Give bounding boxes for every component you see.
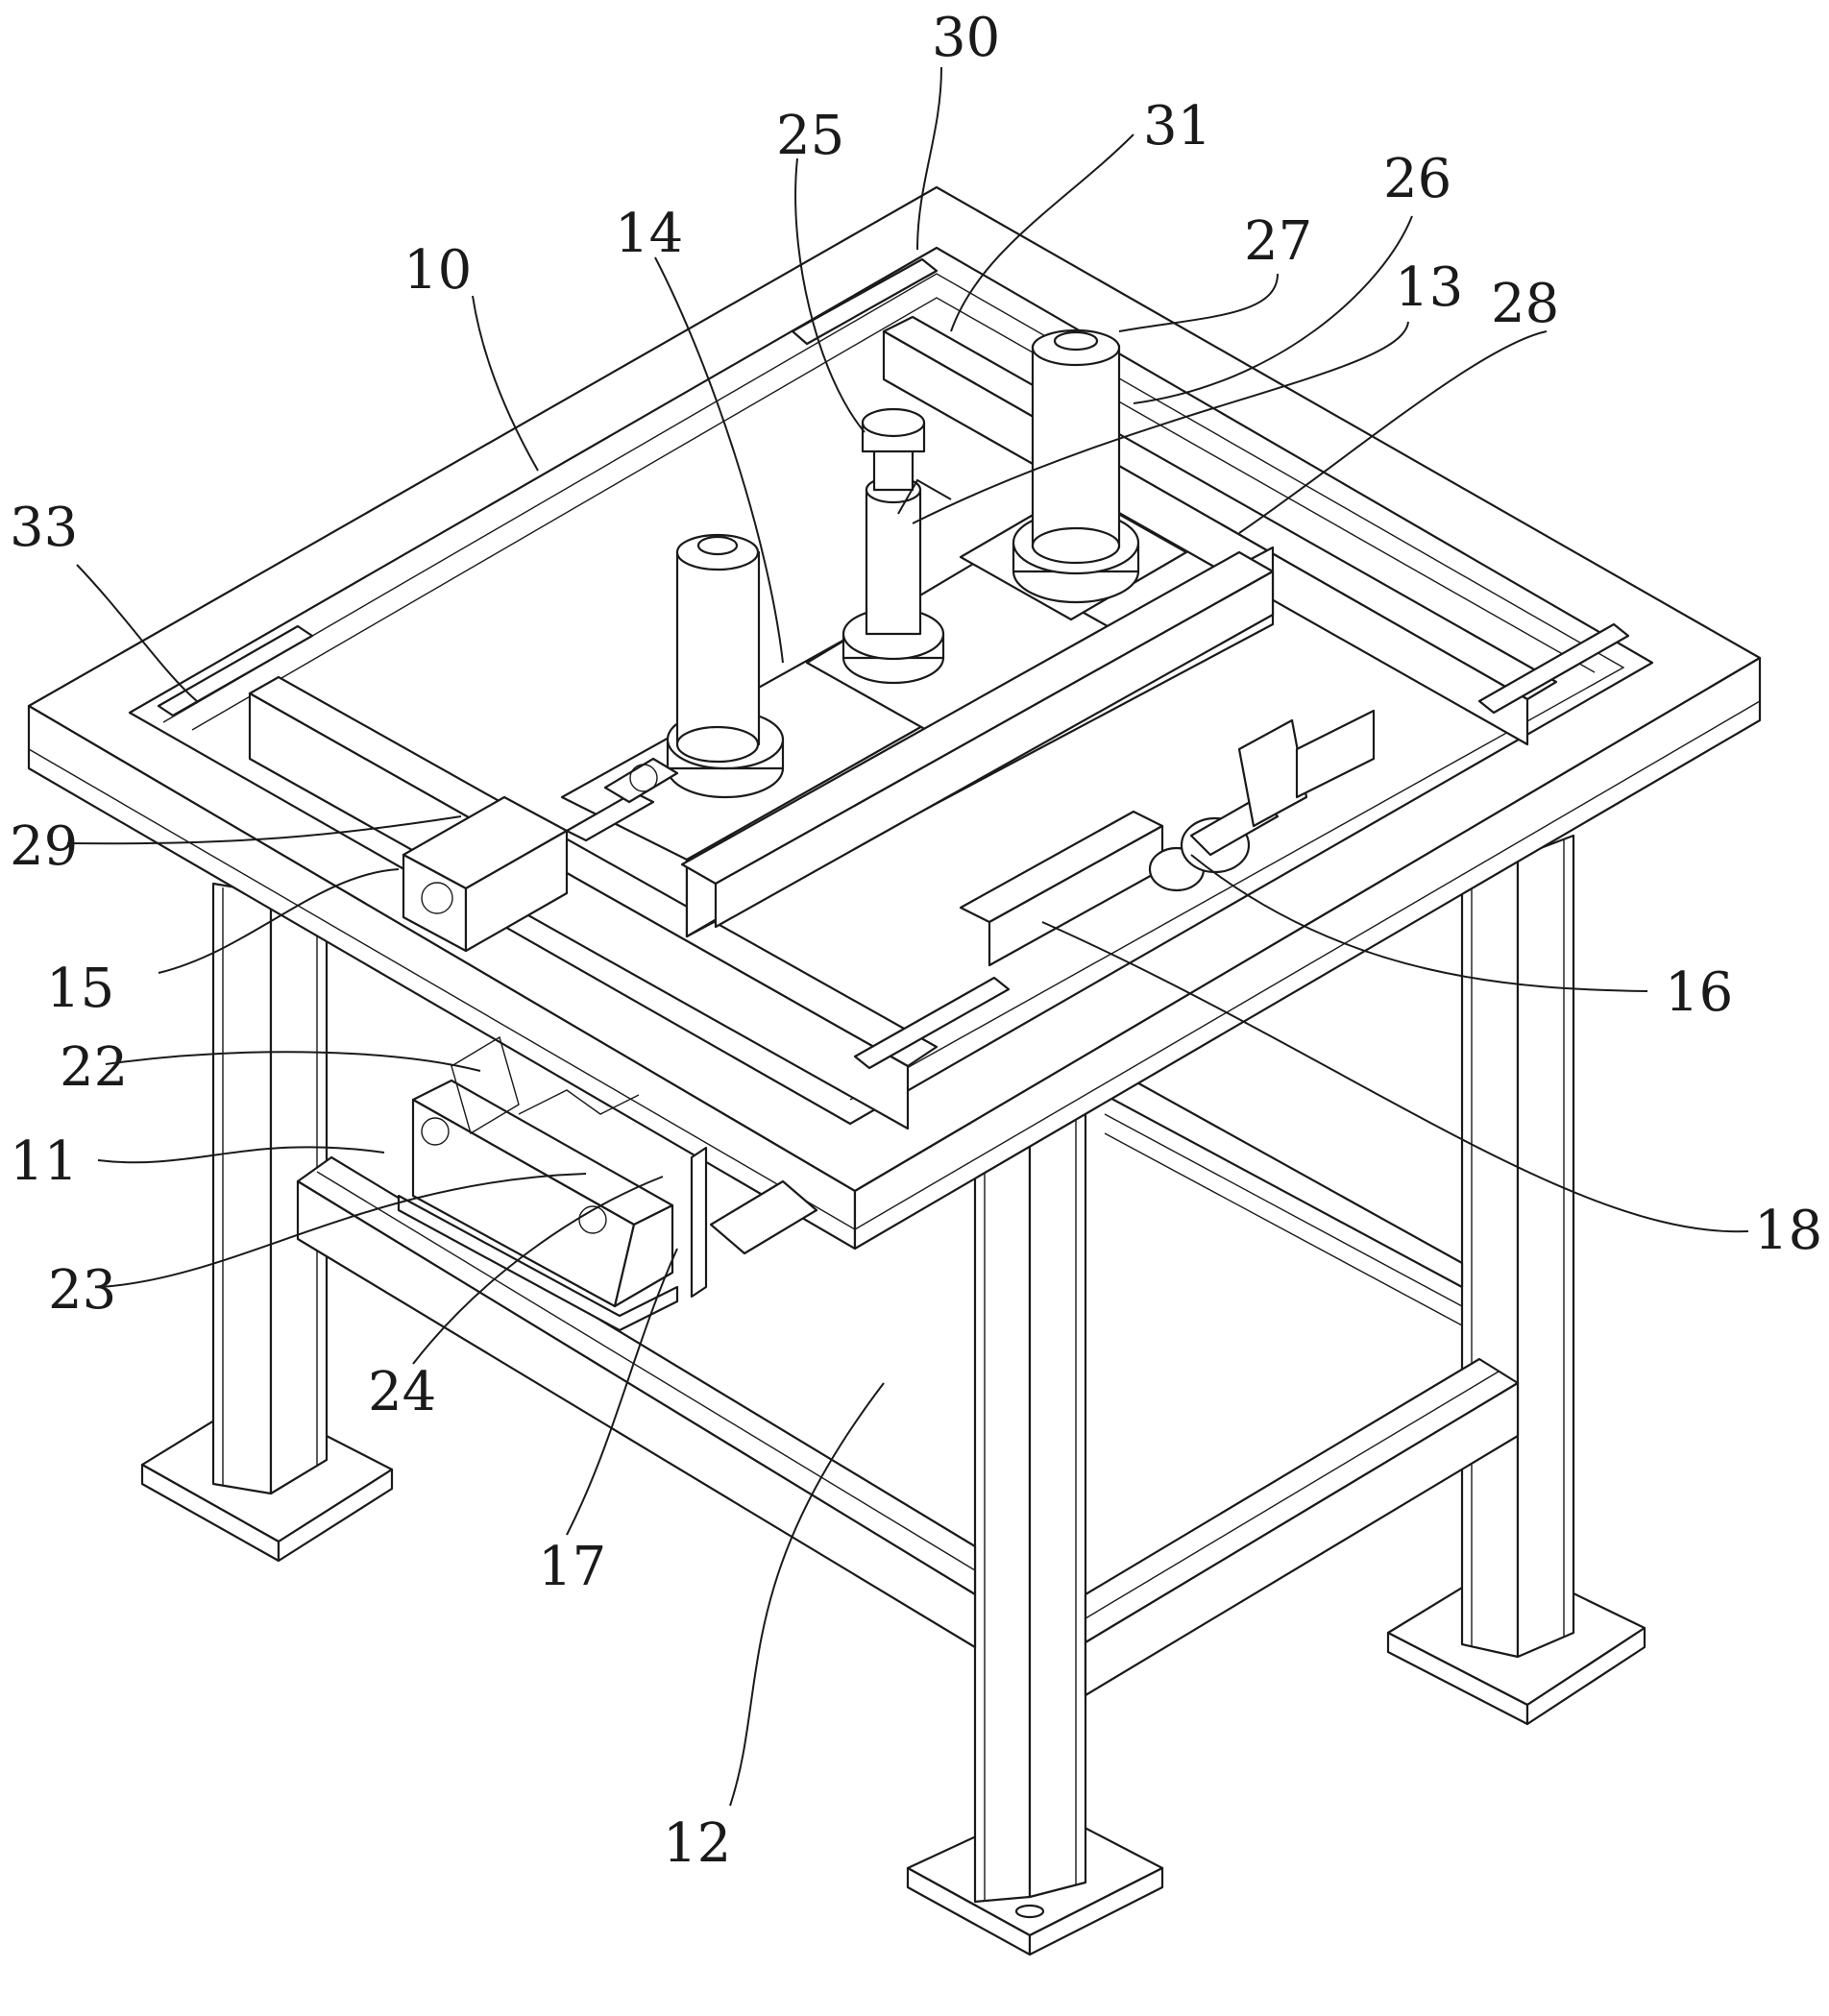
leader-10: [472, 295, 539, 472]
actuator-left: [402, 757, 679, 953]
label-17: 17: [538, 1536, 606, 1598]
leader-28: [1238, 330, 1548, 534]
leader-31: [950, 134, 1134, 332]
label-12: 12: [663, 1812, 731, 1875]
actuator-right: [959, 709, 1376, 967]
legs: [140, 834, 1646, 1956]
leader-30: [916, 66, 942, 251]
leader-25: [794, 158, 866, 433]
leader-23: [100, 1173, 587, 1288]
label-33: 33: [10, 497, 78, 559]
label-30: 30: [932, 7, 1000, 69]
label-18: 18: [1754, 1200, 1822, 1262]
leader-18: [1041, 921, 1749, 1233]
lower-beams: [296, 1079, 1520, 1697]
arrow-13: [897, 478, 952, 515]
leader-33: [76, 564, 198, 702]
leader-15: [158, 868, 400, 974]
label-13: 13: [1395, 256, 1463, 319]
label-23: 23: [48, 1259, 116, 1322]
cylinders: [666, 328, 1140, 799]
label-31: 31: [1143, 95, 1211, 158]
leader-29: [66, 815, 462, 845]
leader-22: [105, 1051, 481, 1072]
leader-24: [412, 1176, 664, 1365]
leader-16: [1190, 854, 1648, 992]
label-16: 16: [1665, 961, 1733, 1024]
cylinder-left: [666, 533, 785, 799]
label-24: 24: [368, 1361, 436, 1423]
label-10: 10: [403, 239, 472, 302]
label-27: 27: [1244, 210, 1312, 273]
label-14: 14: [615, 203, 683, 265]
leg-front: [906, 1103, 1164, 1956]
label-15: 15: [46, 958, 114, 1020]
label-11: 11: [10, 1130, 78, 1193]
actuators: [402, 709, 1376, 967]
cylinder-middle: [841, 407, 945, 685]
callout-labels: 10 11 12 13 14 15 16 17 18 22 23 24 25 2…: [10, 7, 1822, 1875]
leader-11: [97, 1146, 385, 1164]
center-plates: [560, 488, 1275, 938]
label-29: 29: [10, 815, 78, 878]
leader-13: [912, 321, 1409, 524]
leader-12: [729, 1382, 885, 1807]
leader-lines: [66, 66, 1749, 1807]
label-28: 28: [1491, 273, 1559, 335]
label-22: 22: [60, 1036, 128, 1099]
cylinder-right: [1012, 328, 1140, 604]
leader-17: [566, 1248, 678, 1536]
leader-26: [1133, 215, 1413, 404]
label-25: 25: [776, 105, 844, 167]
guide-rails: [157, 257, 1630, 1130]
leader-14: [654, 256, 784, 664]
leader-27: [1118, 273, 1279, 332]
label-26: 26: [1383, 148, 1451, 210]
lower-assembly: [397, 1035, 818, 1332]
